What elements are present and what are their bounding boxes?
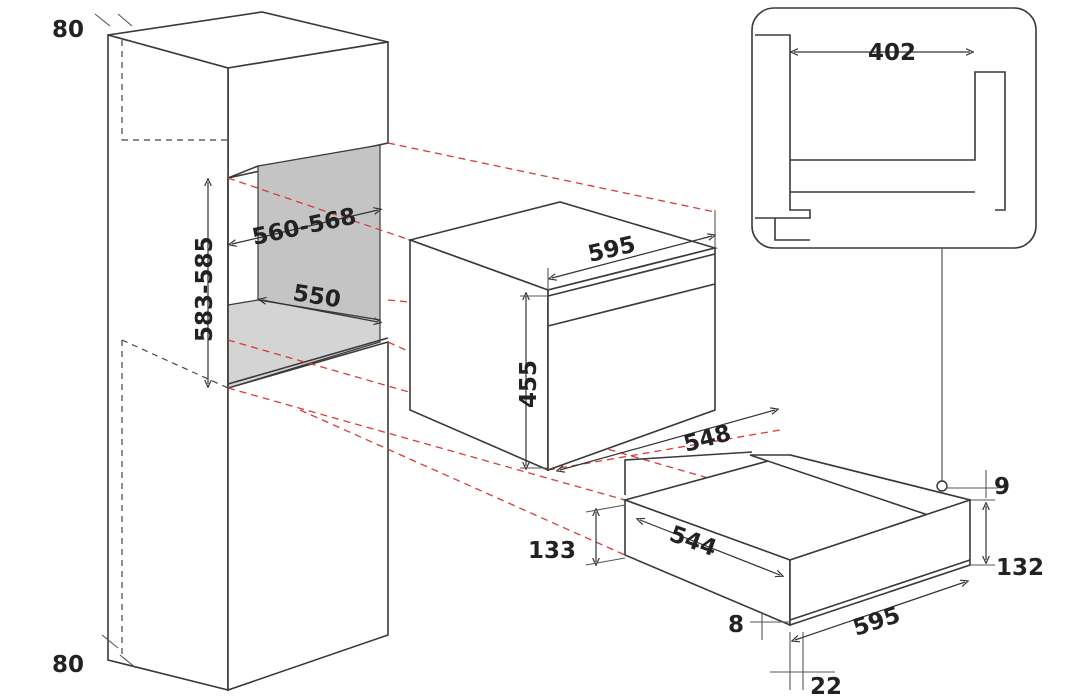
drawer-back-edge <box>624 451 753 495</box>
proj-line-4 <box>387 341 411 353</box>
label-oven-depth: 548 <box>681 420 734 458</box>
niche-dimensions <box>208 182 378 384</box>
proj-line-2 <box>227 177 411 241</box>
cabinet <box>94 11 389 692</box>
cabinet-lower-front <box>227 340 389 692</box>
detail-left-profile <box>755 34 811 219</box>
label-detail-depth: 402 <box>868 40 916 66</box>
label-drawer-bottom-gap: 8 <box>728 612 744 638</box>
bottom-offset-leader-2 <box>119 654 137 669</box>
label-niche-height: 583-585 <box>192 236 218 342</box>
label-cabinet-bottom-offset: 80 <box>52 652 84 678</box>
detail-frame <box>751 7 1037 249</box>
detail-anchor-point <box>936 480 948 492</box>
drawer-width-arrow <box>795 582 965 640</box>
top-offset-leader-2 <box>117 13 133 27</box>
proj-line-6 <box>227 387 626 501</box>
niche-edge-top <box>227 165 259 179</box>
oven <box>407 201 775 470</box>
drawer-niche-ext-top <box>585 504 626 513</box>
label-drawer-height: 132 <box>996 555 1044 581</box>
drawer <box>585 451 998 690</box>
label-drawer-front-offset: 22 <box>810 674 842 700</box>
oven-width-arrow <box>552 236 712 278</box>
label-oven-height: 455 <box>516 360 542 408</box>
drawer-depth-arrow <box>640 520 780 575</box>
drawer-niche-ext-bottom <box>585 557 626 566</box>
bottom-offset-leader <box>101 634 119 649</box>
oven-door-top <box>547 283 716 327</box>
detail-right-profile <box>790 71 1006 211</box>
hidden-line-lower <box>121 339 229 389</box>
oven-depth-arrow <box>560 410 775 470</box>
niche-width-arrow <box>232 210 378 244</box>
niche-shelf-lip <box>227 337 389 385</box>
proj-line-1 <box>387 142 716 213</box>
label-cabinet-top-offset: 80 <box>52 17 84 43</box>
proj-line-3 <box>387 299 411 303</box>
niche-depth-arrow <box>262 300 378 322</box>
top-offset-leader <box>94 13 111 27</box>
label-drawer-width: 595 <box>850 602 904 642</box>
detail-foot <box>774 218 810 241</box>
label-drawer-gap: 9 <box>994 474 1010 500</box>
cabinet-left-side <box>107 33 229 692</box>
detail-callout <box>751 7 1037 492</box>
label-drawer-niche-height: 133 <box>528 538 576 564</box>
